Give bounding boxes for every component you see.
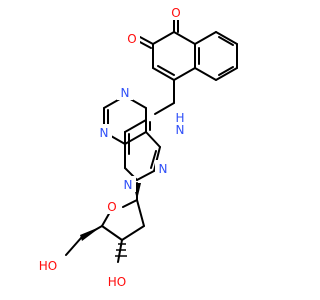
amine-nitrogen: H N (172, 110, 188, 138)
bond (101, 211, 111, 227)
bond (65, 237, 82, 256)
bond (121, 225, 145, 241)
oxygen-label: O (171, 6, 180, 20)
ketone-oxygen-2: O (124, 30, 140, 46)
bond (136, 199, 145, 227)
bond (101, 225, 123, 241)
oxygen-label: O (127, 32, 136, 46)
hydroxyl-label: HO (39, 259, 57, 273)
hydroxyl-oh: HO (104, 274, 130, 290)
bond (139, 36, 154, 45)
bond (154, 102, 175, 115)
structure-svg: O O H N N N N N O (36, 4, 238, 290)
bond (194, 31, 217, 45)
hydrogen-label: H (175, 111, 184, 125)
hashed-bond (115, 243, 127, 257)
nitrogen-label: N (176, 123, 185, 137)
sugar-ring-oxygen: O (104, 198, 120, 214)
bond (145, 131, 161, 148)
nitrogen-label: N (124, 178, 133, 192)
bond (157, 65, 175, 76)
bond (194, 67, 217, 81)
bond (122, 199, 138, 208)
nitrogen-label: N (159, 162, 168, 176)
bond (124, 131, 147, 145)
ketone-oxygen-1: O (168, 4, 184, 20)
bond (215, 31, 238, 45)
bond (215, 67, 238, 81)
bond (173, 67, 196, 81)
bond-lines (65, 16, 238, 263)
bond (137, 40, 152, 49)
atom-labels: O O H N N N N N O (36, 4, 188, 290)
bond (150, 150, 157, 169)
purine-n3: N (96, 124, 112, 140)
purine-n1: N (117, 84, 133, 100)
wedge-bond (80, 226, 102, 241)
bond (136, 170, 155, 181)
nitrogen-label: N (100, 126, 109, 140)
hydroxymethyl-oh: HO (36, 258, 62, 274)
oxygen-label: O (107, 200, 116, 214)
bond (218, 36, 234, 46)
hydroxyl-label: HO (108, 275, 126, 289)
bond (124, 119, 147, 133)
molecule-diagram: O O H N N N N N O (36, 4, 238, 290)
purine-n7: N (155, 160, 171, 176)
purine-n9: N (120, 176, 136, 192)
bond (152, 67, 175, 81)
bond (173, 31, 196, 45)
bond (218, 66, 234, 76)
nitrogen-label: N (121, 86, 130, 100)
bond (152, 31, 175, 45)
